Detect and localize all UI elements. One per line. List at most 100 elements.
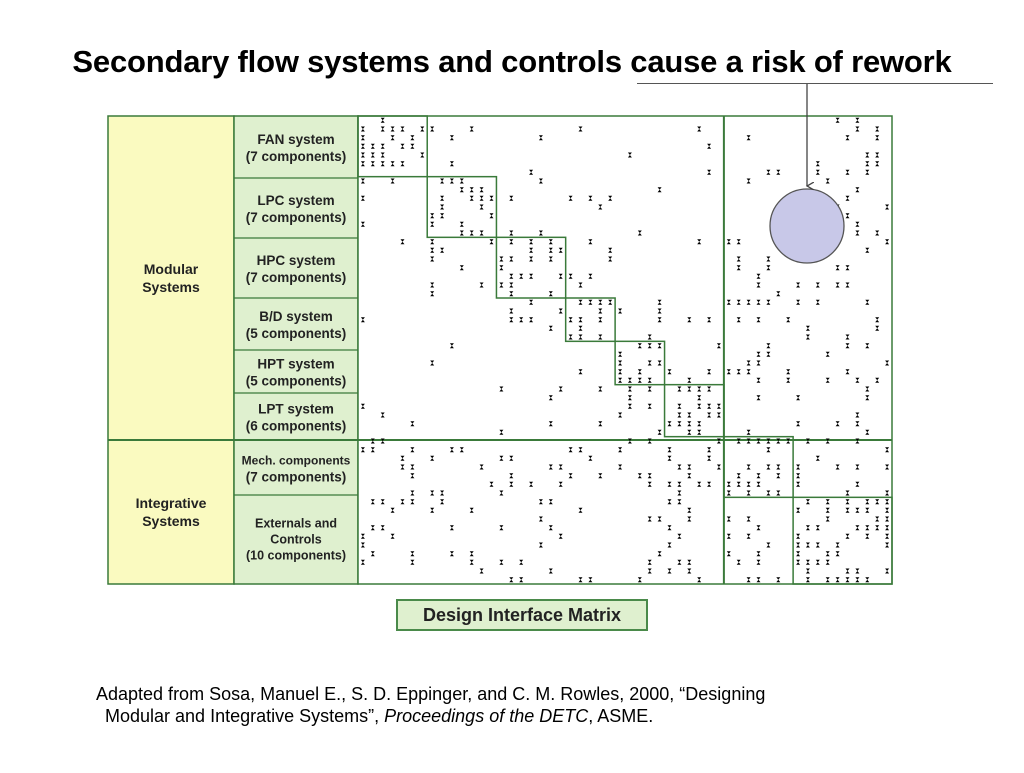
interface-mark bbox=[647, 386, 652, 392]
interface-mark bbox=[865, 152, 870, 158]
interface-mark bbox=[855, 221, 860, 227]
interface-mark bbox=[865, 499, 870, 505]
interface-mark bbox=[430, 239, 435, 245]
interface-mark bbox=[805, 325, 810, 331]
interface-mark bbox=[400, 143, 405, 149]
interface-mark bbox=[410, 421, 415, 427]
interface-mark bbox=[805, 559, 810, 565]
interface-mark bbox=[509, 239, 514, 245]
interface-mark bbox=[598, 334, 603, 340]
interface-mark bbox=[786, 369, 791, 375]
interface-mark bbox=[756, 395, 761, 401]
interface-mark bbox=[420, 152, 425, 158]
interface-mark bbox=[360, 152, 365, 158]
interface-mark bbox=[360, 533, 365, 539]
interface-mark bbox=[459, 265, 464, 271]
interface-mark bbox=[835, 551, 840, 557]
interface-mark bbox=[825, 577, 830, 583]
interface-mark bbox=[568, 273, 573, 279]
interface-mark bbox=[786, 438, 791, 444]
interface-mark bbox=[420, 126, 425, 132]
diagonal-block-3 bbox=[495, 236, 567, 299]
interface-mark bbox=[815, 282, 820, 288]
interface-mark bbox=[855, 464, 860, 470]
interface-mark bbox=[677, 499, 682, 505]
interface-mark bbox=[796, 533, 801, 539]
interface-mark bbox=[558, 273, 563, 279]
interface-mark bbox=[400, 239, 405, 245]
interface-mark bbox=[865, 429, 870, 435]
row-label-hpt-system-detail: (5 components) bbox=[246, 374, 347, 389]
interface-mark bbox=[756, 351, 761, 357]
interface-mark bbox=[855, 377, 860, 383]
interface-mark bbox=[766, 169, 771, 175]
interface-mark bbox=[410, 473, 415, 479]
citation-line-2: Modular and Integrative Systems”, Procee… bbox=[96, 705, 976, 727]
interface-mark bbox=[776, 473, 781, 479]
interface-mark bbox=[855, 230, 860, 236]
row-label-lpc-system-detail: (7 components) bbox=[246, 210, 347, 225]
interface-mark bbox=[687, 421, 692, 427]
interface-mark bbox=[756, 577, 761, 583]
interface-mark bbox=[509, 291, 514, 297]
interface-mark bbox=[499, 490, 504, 496]
interface-mark bbox=[380, 117, 385, 123]
interface-mark bbox=[529, 299, 534, 305]
interface-mark bbox=[548, 464, 553, 470]
interface-mark bbox=[746, 438, 751, 444]
interface-mark bbox=[657, 551, 662, 557]
row-label-mech-components-detail: (7 components) bbox=[246, 470, 347, 485]
row-label-fan-system: FAN system bbox=[257, 132, 334, 147]
interface-mark bbox=[519, 317, 524, 323]
interface-mark bbox=[766, 256, 771, 262]
interface-mark bbox=[519, 577, 524, 583]
interface-mark bbox=[805, 438, 810, 444]
interface-mark bbox=[647, 403, 652, 409]
interface-mark bbox=[548, 291, 553, 297]
interface-mark bbox=[578, 282, 583, 288]
interface-mark bbox=[796, 551, 801, 557]
interface-mark bbox=[449, 551, 454, 557]
interface-mark bbox=[469, 551, 474, 557]
interface-mark bbox=[499, 429, 504, 435]
interface-mark bbox=[716, 343, 721, 349]
interface-mark bbox=[855, 481, 860, 487]
interface-mark bbox=[697, 126, 702, 132]
interface-mark bbox=[845, 334, 850, 340]
interface-mark bbox=[756, 282, 761, 288]
interface-mark bbox=[776, 438, 781, 444]
group-label-modular-1: Modular bbox=[144, 261, 199, 277]
interface-mark bbox=[756, 377, 761, 383]
interface-mark bbox=[885, 525, 890, 531]
interface-mark bbox=[370, 438, 375, 444]
interface-mark bbox=[410, 464, 415, 470]
interface-mark bbox=[430, 126, 435, 132]
interface-mark bbox=[548, 247, 553, 253]
title-part-2: cause a risk of rework bbox=[630, 44, 952, 79]
interface-mark bbox=[568, 473, 573, 479]
interface-mark bbox=[509, 473, 514, 479]
interface-mark bbox=[726, 239, 731, 245]
interface-mark bbox=[756, 559, 761, 565]
interface-mark bbox=[578, 126, 583, 132]
interface-mark bbox=[618, 308, 623, 314]
interface-mark bbox=[885, 360, 890, 366]
interface-mark bbox=[756, 438, 761, 444]
interface-mark bbox=[598, 308, 603, 314]
interface-mark bbox=[548, 568, 553, 574]
interface-mark bbox=[509, 455, 514, 461]
diagonal-block-4 bbox=[564, 297, 616, 343]
interface-mark bbox=[410, 490, 415, 496]
interface-mark bbox=[845, 577, 850, 583]
interface-mark bbox=[865, 161, 870, 167]
row-label-externals-and-controls-line1: Externals and bbox=[255, 517, 337, 531]
interface-mark bbox=[865, 525, 870, 531]
interface-mark bbox=[875, 325, 880, 331]
interface-mark bbox=[380, 438, 385, 444]
interface-mark bbox=[855, 187, 860, 193]
interface-mark bbox=[627, 386, 632, 392]
interface-mark bbox=[746, 481, 751, 487]
rework-risk-highlight bbox=[769, 188, 845, 264]
interface-mark bbox=[509, 273, 514, 279]
interface-mark bbox=[756, 525, 761, 531]
